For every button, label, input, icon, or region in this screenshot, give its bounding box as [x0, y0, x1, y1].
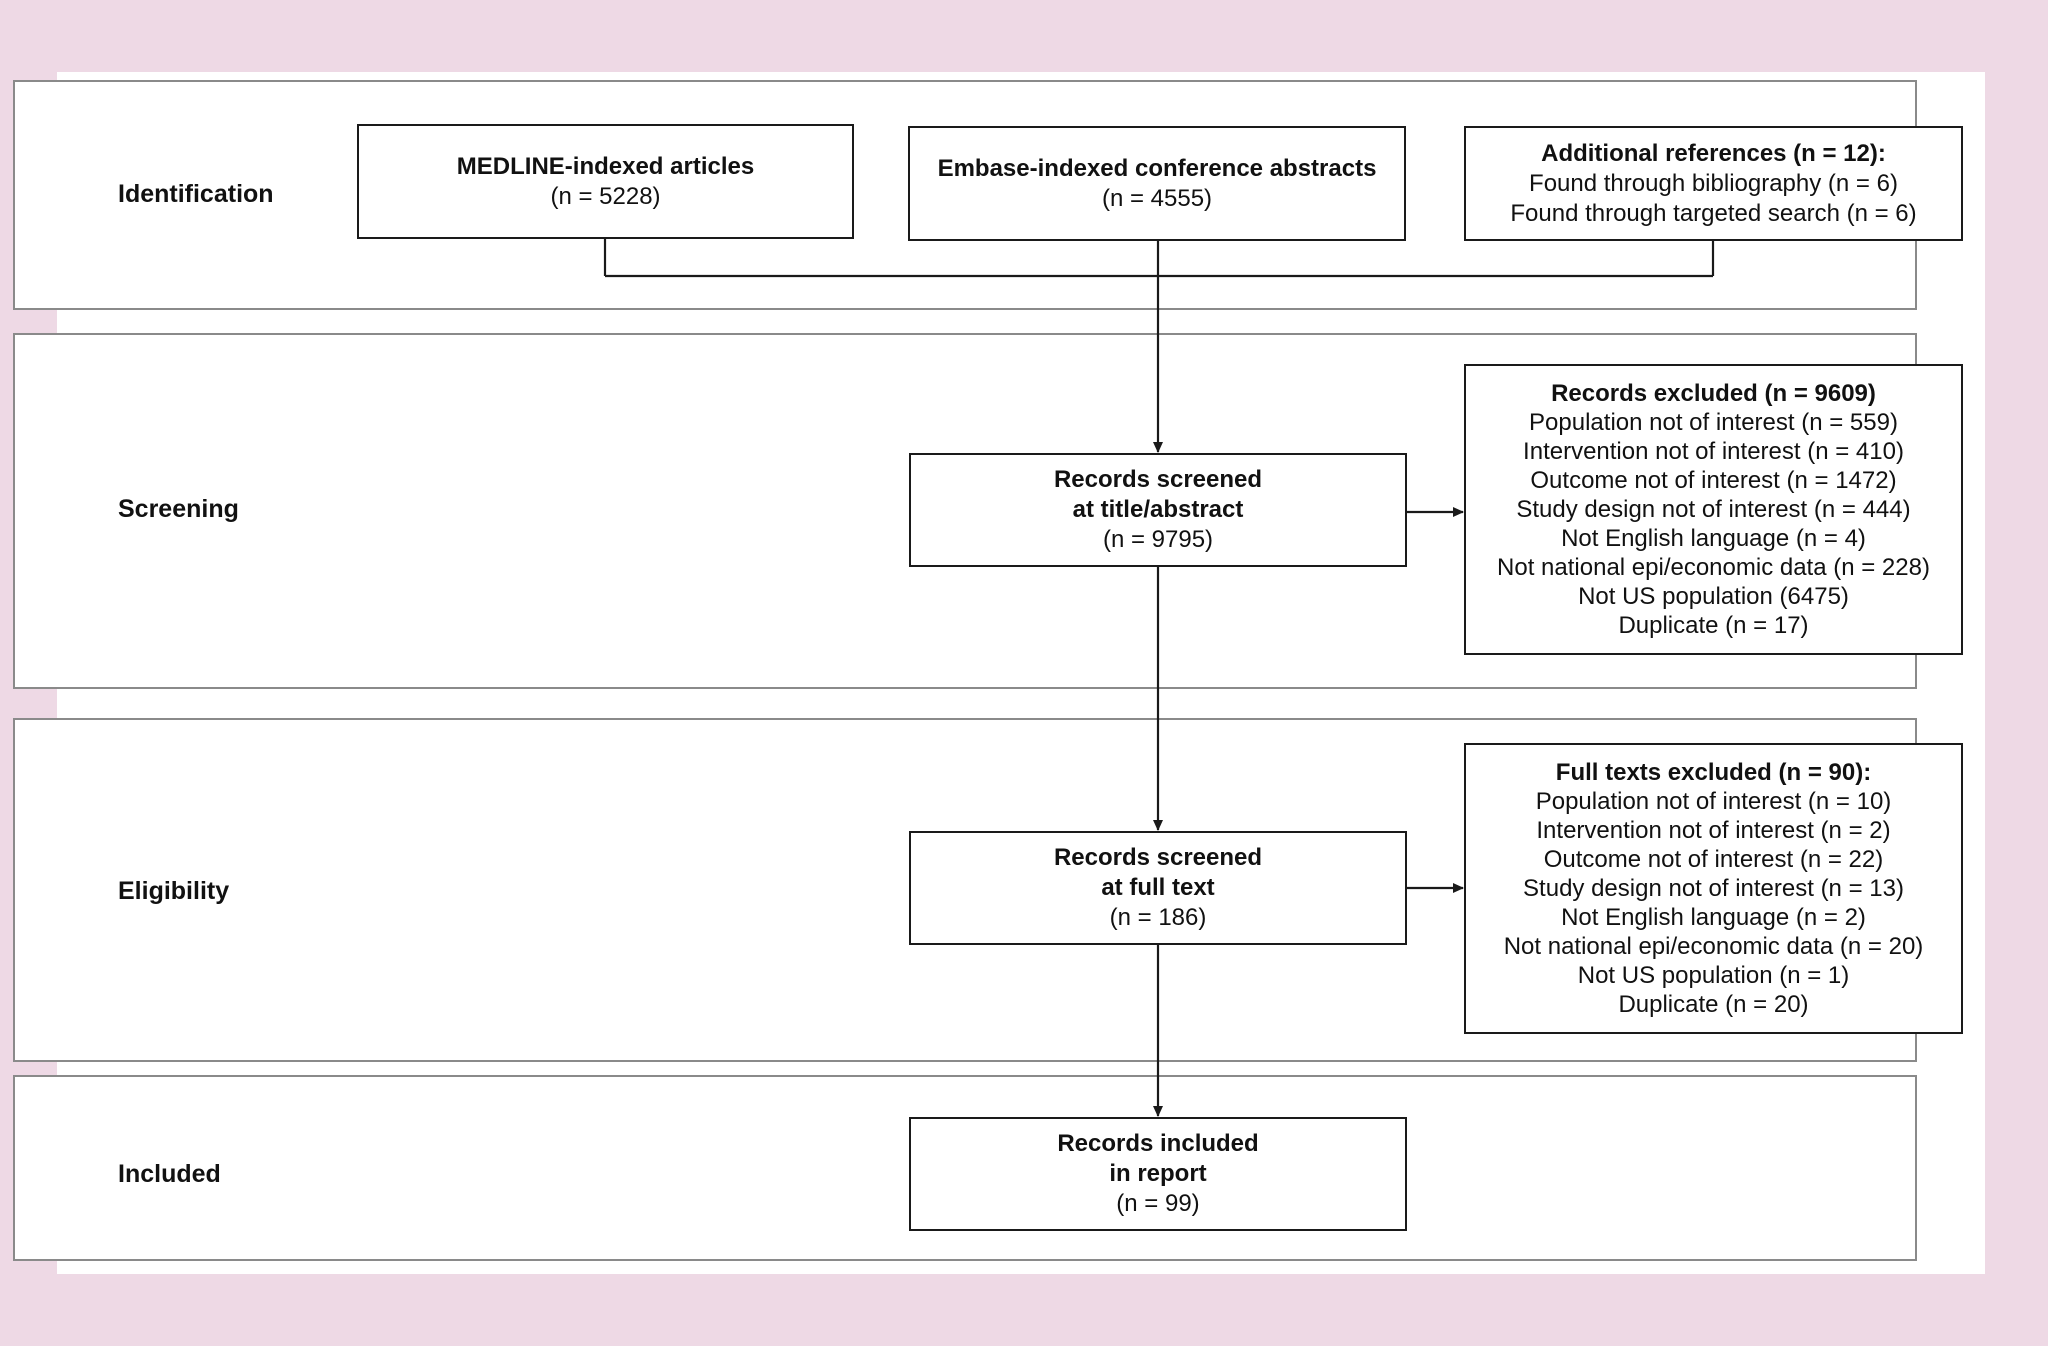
screening-box-count: (n = 9795)	[1102, 526, 1214, 553]
eligibility-box-count: (n = 186)	[1109, 904, 1207, 931]
medline-box: MEDLINE-indexed articles (n = 5228)	[357, 124, 854, 239]
full-texts-excluded-reason: Not English language (n = 2)	[1561, 904, 1866, 931]
full-texts-excluded-reason: Population not of interest (n = 10)	[1535, 788, 1892, 815]
screening-box-line2: at title/abstract	[1072, 496, 1244, 523]
additional-title: Additional references (n = 12):	[1541, 139, 1886, 167]
additional-line: Found through targeted search (n = 6)	[1510, 199, 1917, 227]
eligibility-box-line2: at full text	[1101, 874, 1215, 901]
embase-box: Embase-indexed conference abstracts (n =…	[908, 126, 1406, 241]
records-excluded-reason: Not English language (n = 4)	[1561, 525, 1866, 552]
records-excluded-title: Records excluded (n = 9609)	[1551, 380, 1876, 407]
included-box-line2: in report	[1109, 1160, 1207, 1187]
stage-label-identification: Identification	[118, 180, 274, 208]
records-excluded-reason: Study design not of interest (n = 444)	[1516, 496, 1911, 523]
stage-label-included: Included	[118, 1160, 221, 1188]
records-excluded-reason: Not US population (6475)	[1578, 583, 1849, 610]
medline-count: (n = 5228)	[550, 182, 661, 210]
medline-title: MEDLINE-indexed articles	[456, 152, 755, 180]
eligibility-box-line1: Records screened	[1053, 844, 1263, 871]
full-texts-excluded-reason: Outcome not of interest (n = 22)	[1543, 846, 1884, 873]
additional-references-box: Additional references (n = 12): Found th…	[1464, 126, 1963, 241]
records-excluded-reason: Duplicate (n = 17)	[1618, 612, 1809, 639]
full-texts-excluded-box: Full texts excluded (n = 90): Population…	[1464, 743, 1963, 1034]
full-texts-excluded-reason: Duplicate (n = 20)	[1618, 991, 1809, 1018]
records-excluded-reason: Intervention not of interest (n = 410)	[1523, 438, 1904, 465]
screening-full-text-box: Records screened at full text (n = 186)	[909, 831, 1407, 945]
records-excluded-reason: Outcome not of interest (n = 1472)	[1530, 467, 1897, 494]
screening-box-line1: Records screened	[1053, 466, 1263, 493]
included-box-count: (n = 99)	[1116, 1190, 1200, 1217]
embase-count: (n = 4555)	[1101, 184, 1213, 212]
stage-label-screening: Screening	[118, 495, 239, 523]
embase-title: Embase-indexed conference abstracts	[937, 154, 1377, 182]
full-texts-excluded-title: Full texts excluded (n = 90):	[1555, 759, 1872, 786]
full-texts-excluded-reason: Not national epi/economic data (n = 20)	[1503, 933, 1924, 960]
records-excluded-box: Records excluded (n = 9609) Population n…	[1464, 364, 1963, 655]
included-box-line1: Records included	[1057, 1130, 1259, 1157]
full-texts-excluded-reason: Study design not of interest (n = 13)	[1523, 875, 1904, 902]
full-texts-excluded-reason: Intervention not of interest (n = 2)	[1536, 817, 1891, 844]
screening-title-abstract-box: Records screened at title/abstract (n = …	[909, 453, 1407, 567]
full-texts-excluded-reason: Not US population (n = 1)	[1577, 962, 1850, 989]
records-excluded-reason: Not national epi/economic data (n = 228)	[1497, 554, 1930, 581]
stage-label-eligibility: Eligibility	[118, 877, 230, 905]
records-excluded-reason: Population not of interest (n = 559)	[1529, 409, 1898, 436]
records-included-box: Records included in report (n = 99)	[909, 1117, 1407, 1231]
additional-line: Found through bibliography (n = 6)	[1529, 169, 1898, 197]
